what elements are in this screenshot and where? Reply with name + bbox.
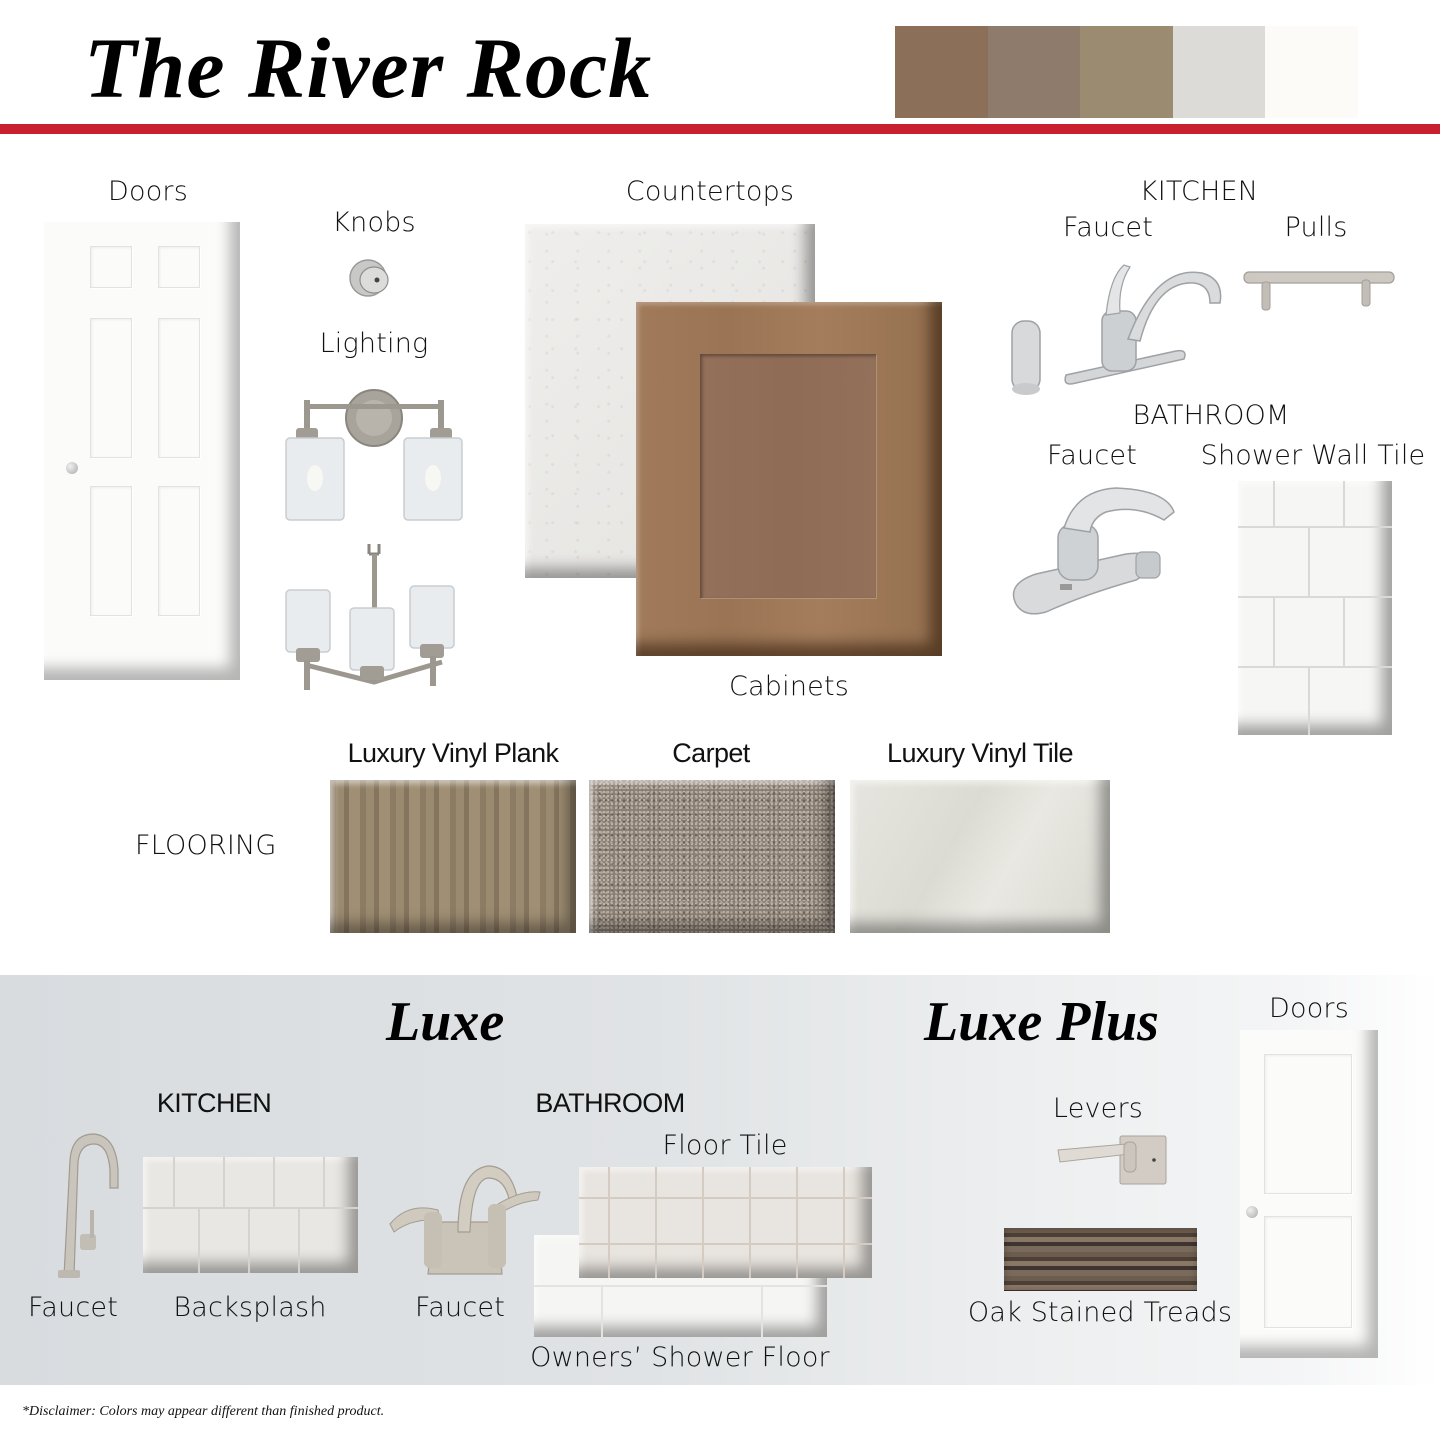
luxe-plus-doors-label: Doors bbox=[1269, 993, 1349, 1024]
lvp-label: Luxury Vinyl Plank bbox=[347, 738, 559, 768]
palette-swatch-5 bbox=[1265, 26, 1358, 118]
kitchen-faucet-icon bbox=[1011, 264, 1222, 395]
floor-tile-sample bbox=[579, 1167, 872, 1278]
kitchen-faucet-label: Faucet bbox=[1063, 212, 1153, 243]
palette-swatch-4 bbox=[1172, 26, 1266, 118]
palette-swatch-1 bbox=[895, 26, 988, 118]
luxe-bathroom-heading: BATHROOM bbox=[535, 1088, 685, 1118]
color-palette bbox=[895, 26, 1358, 118]
header-divider bbox=[0, 124, 1440, 134]
chandelier-light-fixture-icon bbox=[285, 544, 455, 690]
flooring-heading: FLOORING bbox=[135, 830, 277, 861]
pulls-label: Pulls bbox=[1284, 212, 1348, 243]
luxury-vinyl-tile-sample bbox=[850, 780, 1110, 933]
palette-swatch-2 bbox=[987, 26, 1081, 118]
carpet-sample bbox=[589, 780, 835, 933]
shower-wall-tile-label: Shower Wall Tile bbox=[1200, 440, 1426, 471]
lvt-label: Luxury Vinyl Tile bbox=[887, 738, 1074, 768]
luxe-kitchen-heading: KITCHEN bbox=[156, 1088, 272, 1118]
disclaimer-text: *Disclaimer: Colors may appear different… bbox=[22, 1404, 385, 1419]
luxe-kitchen-faucet-label: Faucet bbox=[28, 1292, 118, 1323]
luxe-backsplash-sample bbox=[143, 1157, 358, 1273]
luxe-plus-title: Luxe Plus bbox=[924, 991, 1159, 1053]
oak-stained-treads-sample bbox=[1004, 1228, 1197, 1291]
shower-wall-tile-sample bbox=[1238, 481, 1392, 735]
palette-swatch-3 bbox=[1080, 26, 1173, 118]
luxe-title: Luxe bbox=[386, 991, 505, 1053]
doors-label: Doors bbox=[108, 176, 188, 207]
knobs-label: Knobs bbox=[332, 207, 416, 238]
carpet-label: Carpet bbox=[672, 738, 750, 768]
owners-shower-floor-label: Owners’ Shower Floor bbox=[530, 1342, 830, 1373]
door-lever-icon bbox=[1057, 1135, 1167, 1185]
bathroom-faucet-label: Faucet bbox=[1047, 440, 1137, 471]
door-knob-icon bbox=[349, 259, 389, 297]
bathroom-faucet-icon bbox=[1012, 487, 1175, 615]
levers-label: Levers bbox=[1052, 1093, 1144, 1124]
countertops-label: Countertops bbox=[625, 176, 795, 207]
cabinets-label: Cabinets bbox=[728, 671, 850, 702]
floor-tile-label: Floor Tile bbox=[662, 1130, 788, 1161]
luxe-bathroom-faucet-icon bbox=[389, 1165, 541, 1275]
oak-stained-treads-label: Oak Stained Treads bbox=[967, 1297, 1233, 1328]
luxe-backsplash-label: Backsplash bbox=[173, 1292, 327, 1323]
six-panel-door-image bbox=[44, 222, 240, 680]
page-title: The River Rock bbox=[84, 20, 653, 116]
cabinet-door-sample bbox=[636, 302, 942, 656]
luxe-kitchen-faucet-icon bbox=[58, 1133, 119, 1278]
two-panel-door-image bbox=[1240, 1030, 1378, 1358]
lighting-label: Lighting bbox=[319, 328, 429, 359]
bathroom-heading: BATHROOM bbox=[1132, 400, 1290, 431]
luxury-vinyl-plank-sample bbox=[330, 780, 576, 933]
vanity-light-fixture-icon bbox=[285, 389, 463, 521]
luxe-bathroom-faucet-label: Faucet bbox=[415, 1292, 505, 1323]
kitchen-heading: KITCHEN bbox=[1139, 176, 1259, 207]
cabinet-pull-icon bbox=[1243, 271, 1395, 311]
